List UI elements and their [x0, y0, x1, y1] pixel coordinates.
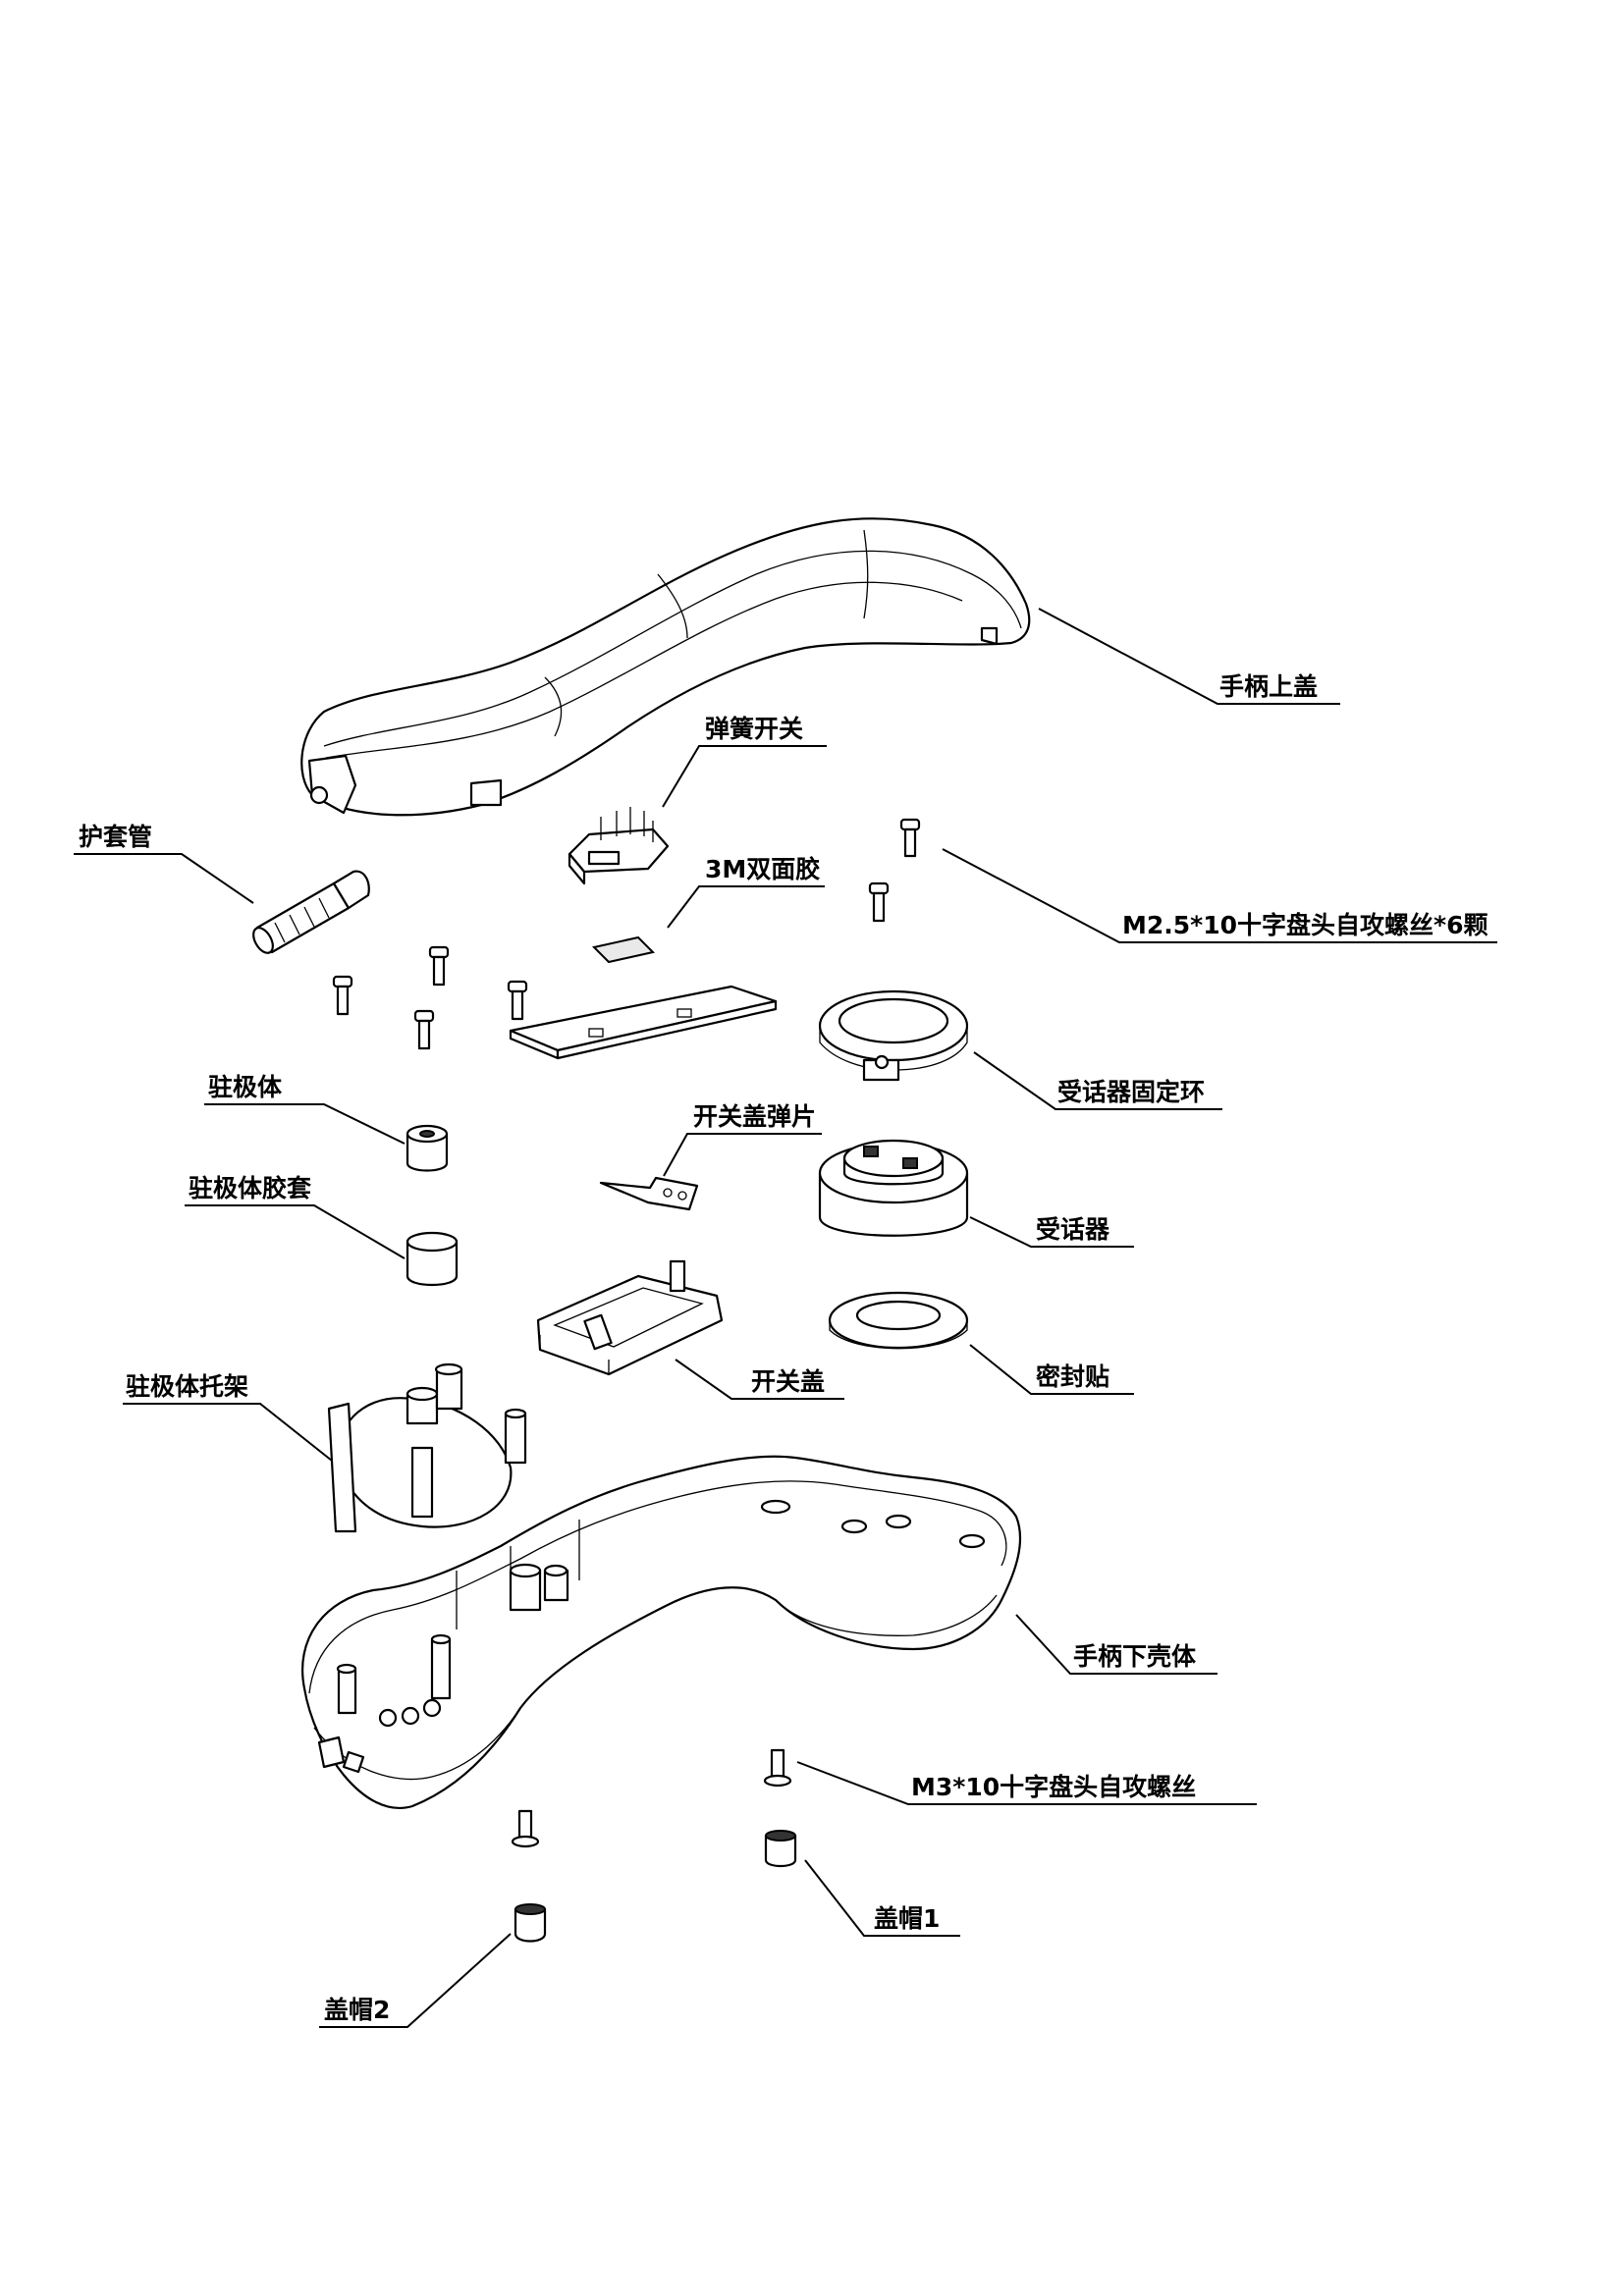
- label-screw-m3: M3*10十字盘头自攻螺丝: [911, 1773, 1196, 1801]
- screw-m3-1: [763, 1748, 792, 1788]
- switch-cover-spring-part: [599, 1176, 699, 1211]
- leader-spring-switch: [662, 745, 827, 808]
- label-electret-sleeve: 驻极体胶套: [189, 1174, 312, 1202]
- screw-m25-6: [413, 1009, 435, 1050]
- leader-lines: [74, 608, 1497, 2028]
- switch-cover-part: [536, 1259, 724, 1376]
- cap2-part: [514, 1903, 547, 1943]
- electret-part: [406, 1124, 449, 1172]
- leader-lower-shell: [1015, 1614, 1217, 1675]
- seal-part: [828, 1291, 969, 1350]
- receiver-part: [818, 1139, 969, 1237]
- label-upper-cover: 手柄上盖: [1219, 672, 1318, 701]
- label-switch-cover-spring: 开关盖弹片: [693, 1102, 816, 1131]
- label-receiver: 受话器: [1036, 1215, 1110, 1244]
- label-electret: 驻极体: [208, 1073, 283, 1101]
- pcb-board-part: [509, 985, 778, 1060]
- label-cap2: 盖帽2: [324, 1996, 390, 2024]
- label-cap1: 盖帽1: [874, 1904, 940, 1933]
- sheath-tube-part: [252, 870, 370, 954]
- label-spring-switch: 弹簧开关: [705, 715, 803, 743]
- label-switch-cover: 开关盖: [751, 1367, 825, 1396]
- tape-3m-part: [592, 935, 655, 964]
- leader-seal: [969, 1344, 1134, 1395]
- screw-m25-2: [868, 881, 890, 923]
- leader-electret-sleeve: [185, 1204, 406, 1259]
- lower-shell-part: [301, 1455, 1022, 1809]
- leader-upper-cover: [1038, 608, 1340, 705]
- label-receiver-ring: 受话器固定环: [1057, 1078, 1205, 1106]
- labels: 手柄上盖 弹簧开关 护套管 3M双面胶 M2.5*10十字盘头自攻螺丝*6颗 受…: [79, 672, 1488, 2024]
- electret-bracket-part: [327, 1362, 527, 1533]
- leader-receiver-ring: [973, 1051, 1222, 1110]
- leader-sheath-tube: [74, 853, 254, 904]
- spring-switch-part: [568, 807, 670, 885]
- label-seal: 密封贴: [1036, 1362, 1109, 1391]
- leader-screw-m3: [796, 1761, 1257, 1805]
- leader-cap2: [319, 1933, 512, 2028]
- screw-m3-2: [511, 1809, 540, 1848]
- screw-m25-4: [332, 975, 353, 1016]
- upper-cover-part: [300, 517, 1031, 817]
- screw-m3-group: [511, 1748, 792, 1848]
- leader-tape-3m: [667, 885, 825, 929]
- screw-m25-1: [899, 818, 921, 858]
- leader-screw-m25: [942, 848, 1497, 943]
- leader-switch-cover: [675, 1359, 844, 1400]
- screw-m25-5: [507, 980, 528, 1021]
- cap1-part: [764, 1830, 797, 1868]
- screw-m25-group: [332, 818, 921, 1050]
- leader-electret-bracket: [123, 1403, 333, 1462]
- leader-receiver: [969, 1216, 1134, 1248]
- label-screw-m25: M2.5*10十字盘头自攻螺丝*6颗: [1122, 911, 1488, 939]
- leader-cap1: [804, 1859, 960, 1937]
- electret-sleeve-part: [406, 1231, 459, 1286]
- screw-m25-3: [428, 945, 450, 987]
- leader-switch-cover-spring: [663, 1133, 822, 1177]
- label-lower-shell: 手柄下壳体: [1073, 1642, 1197, 1671]
- label-electret-bracket: 驻极体托架: [126, 1372, 248, 1401]
- label-sheath-tube: 护套管: [79, 823, 152, 851]
- receiver-ring-part: [818, 989, 969, 1082]
- label-tape-3m: 3M双面胶: [705, 855, 820, 883]
- leader-electret: [204, 1103, 406, 1145]
